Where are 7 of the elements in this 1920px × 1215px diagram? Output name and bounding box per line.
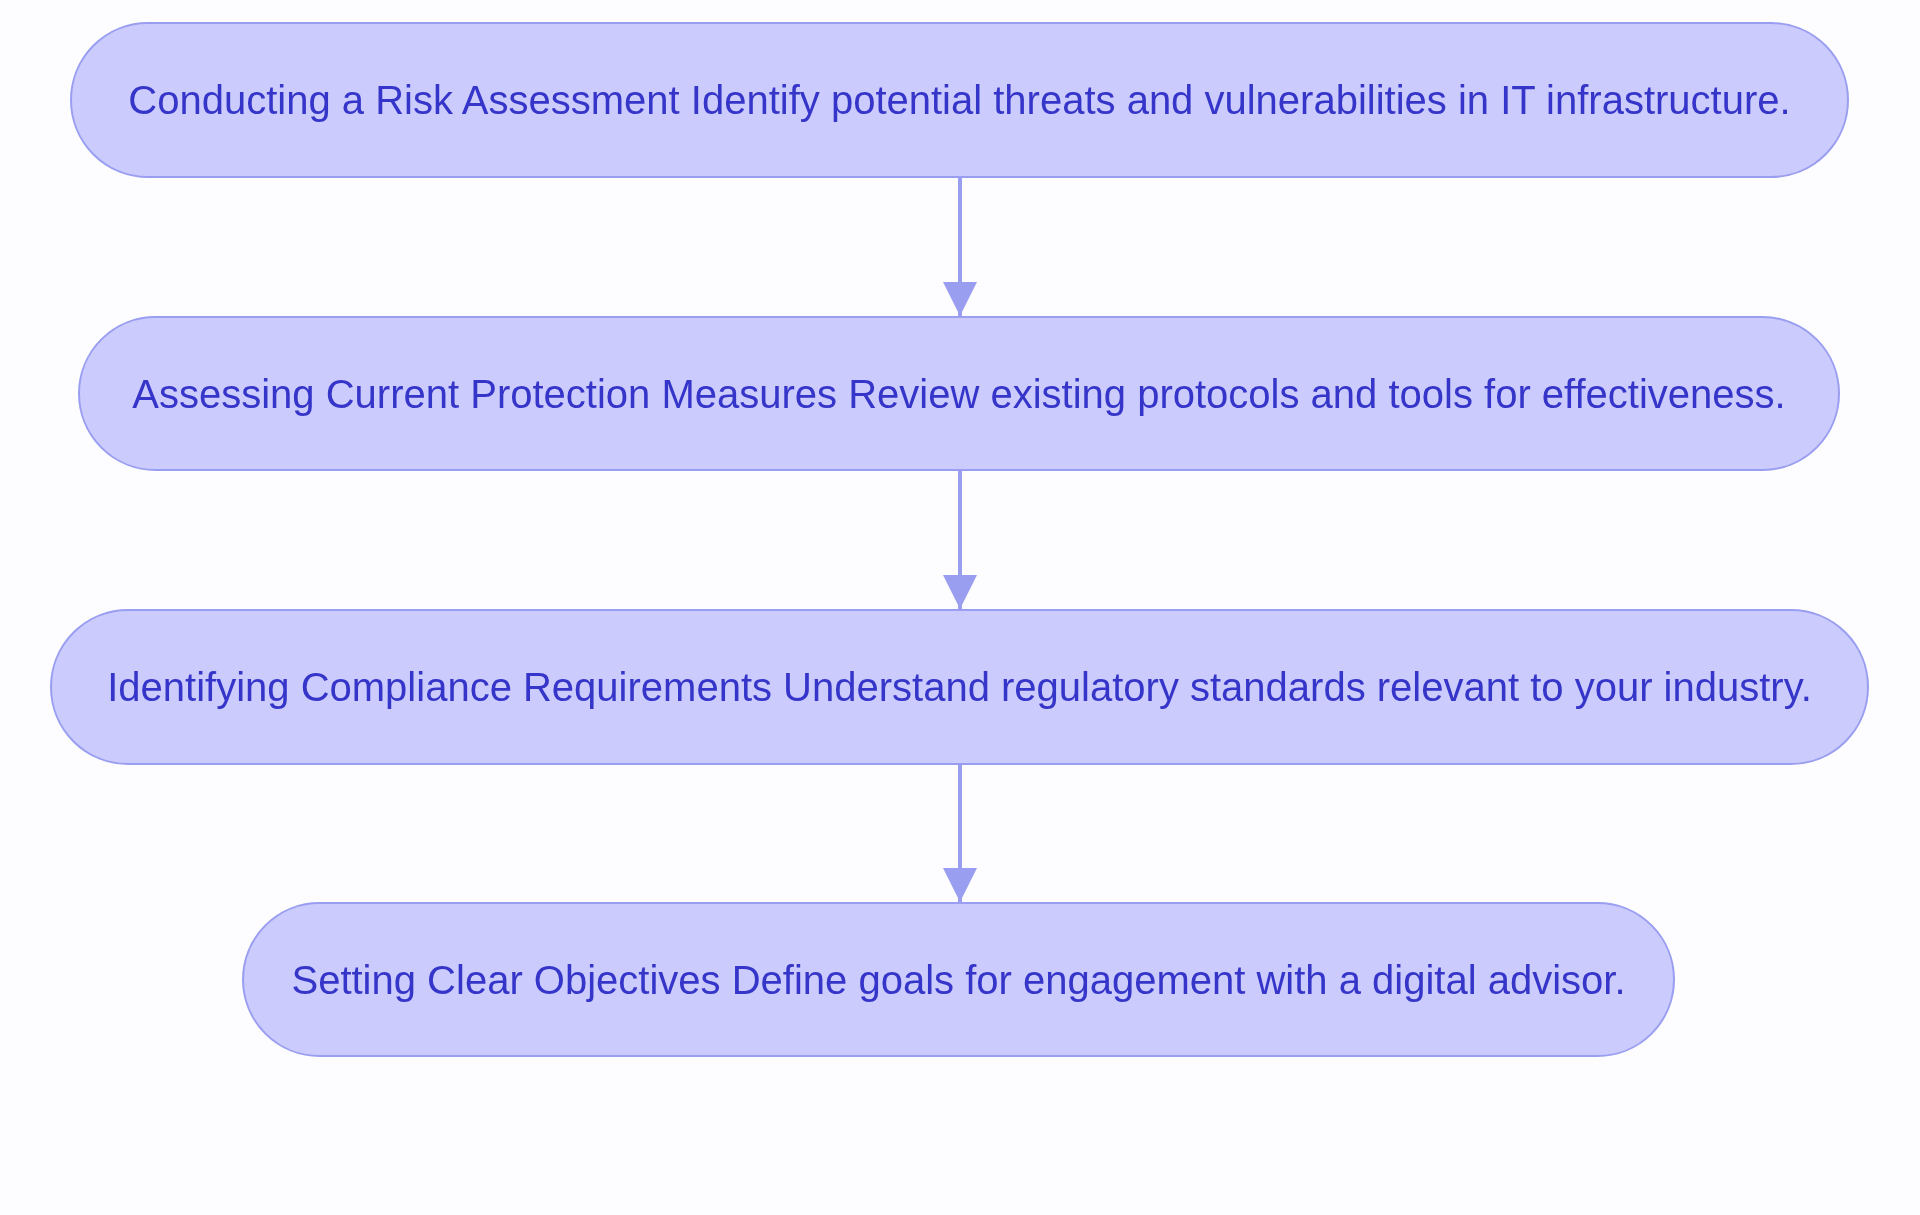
arrow [943,765,977,902]
arrow [943,178,977,316]
step-text: Conducting a Risk Assessment Identify potential threats and vulnerabilities in IT infrastructure. [128,77,1791,124]
step-text: Assessing Current Protection Measures Review existing protocols and tools for effectiveness. [132,370,1786,418]
step-text: Setting Clear Objectives Define goals for engagement with a digital advisor. [291,956,1626,1004]
step-text: Identifying Compliance Requirements Understand regulatory standards relevant to your industry. [107,664,1812,711]
arrow [943,471,977,609]
